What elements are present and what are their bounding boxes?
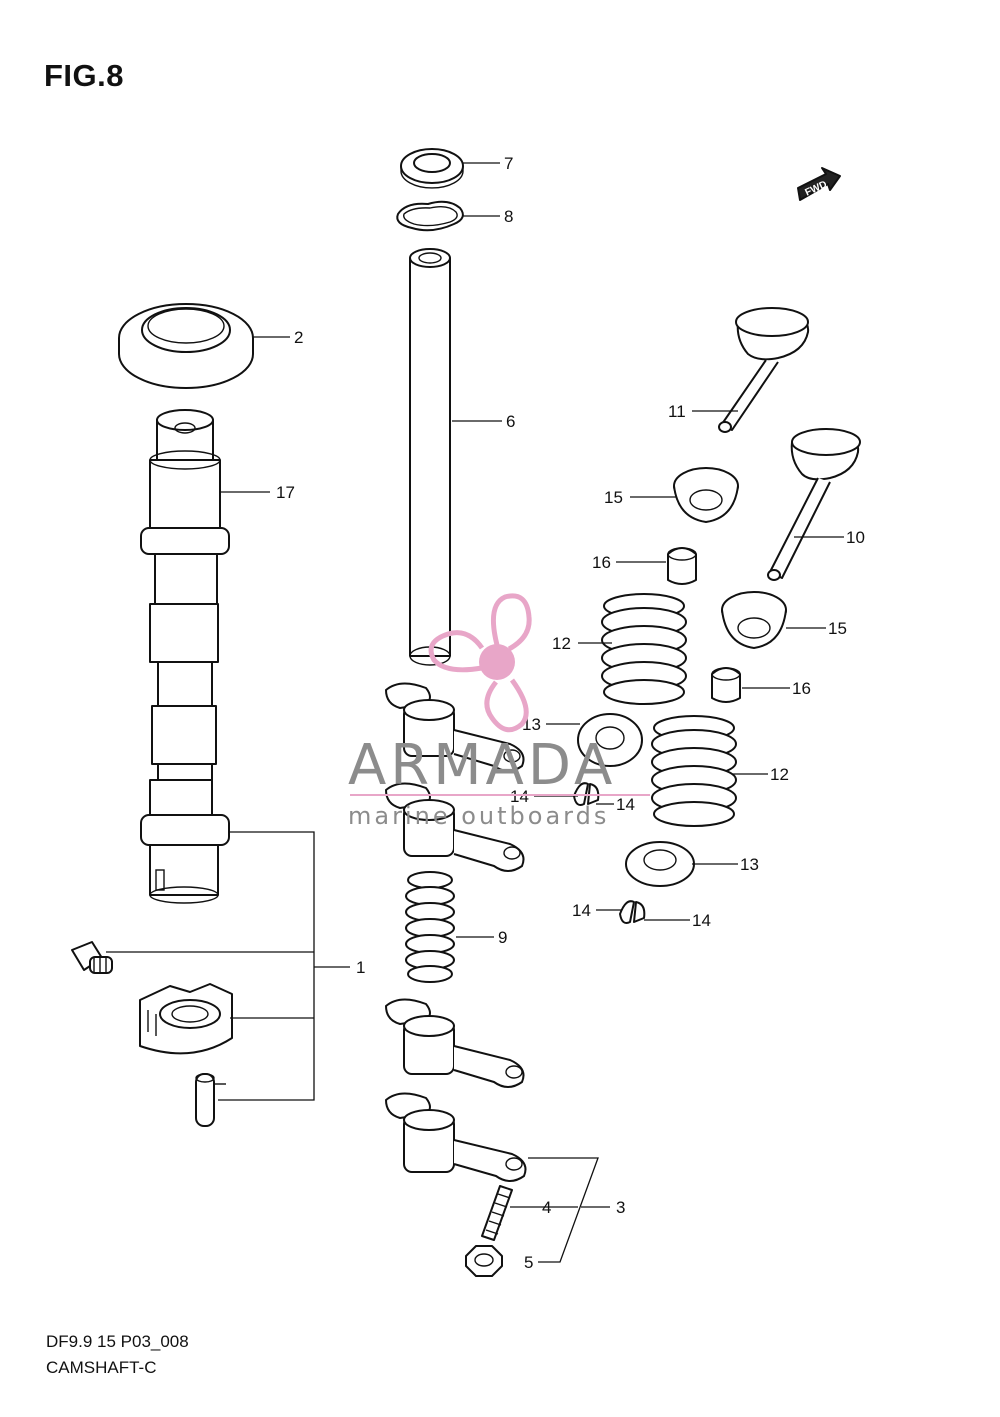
callout-17: 17 [276,483,295,502]
part-pin-1c [195,1073,226,1127]
part-retainer-15b [721,591,787,649]
part-bracket-1b [139,983,233,1055]
part-cotter-14b [619,900,646,924]
propeller-hub [479,644,515,680]
callout-6: 6 [506,412,515,431]
part-rocker-arm-lower-1 [385,998,525,1088]
part-valve-spring-12b [651,715,737,827]
fwd-label: FWD [803,179,828,199]
figure-name: CAMSHAFT-C [46,1358,157,1377]
callout-15b: 15 [828,619,847,638]
watermark-tagline: marine outboards [348,802,609,830]
part-oil-seal-2 [118,303,254,389]
part-oring-8 [396,200,464,232]
part-stem-seal-16a [667,547,697,585]
callout-7: 7 [504,154,513,173]
part-retainer-15a [673,467,739,523]
part-valve-11 [718,307,810,433]
figure-title: FIG.8 [44,58,125,93]
callout-8: 8 [504,207,513,226]
callout-10: 10 [846,528,865,547]
part-rocker-arm-upper-1 [385,682,525,772]
callout-3: 3 [616,1198,625,1217]
callout-14d: 14 [692,911,711,930]
callout-14a: 14 [510,787,529,806]
callout-12b: 12 [770,765,789,784]
part-rocker-arm-lower-2 [385,1092,527,1182]
part-rocker-shaft-6 [409,248,451,666]
callout-4: 4 [542,1198,551,1217]
part-spring-9 [405,871,455,983]
callout-14b: 14 [616,795,635,814]
armada-watermark: ARMADA marine outboards [348,593,650,830]
part-stem-seal-16b [711,667,741,703]
part-spring-seat-13a [577,713,643,767]
part-washer-7 [400,148,464,189]
watermark-brand: ARMADA [348,733,616,798]
callout-2: 2 [294,328,303,347]
fwd-arrow-icon: FWD [797,167,841,201]
part-valve-spring-12a [601,593,687,705]
callout-14c: 14 [572,901,591,920]
callout-16a: 16 [592,553,611,572]
part-camshaft-17 [140,409,230,904]
callout-13b: 13 [740,855,759,874]
callout-labels: 7 8 2 6 17 1 9 11 10 15 15 16 16 12 12 1… [276,154,865,1272]
callout-15a: 15 [604,488,623,507]
part-nut-5 [465,1245,503,1277]
figure-code: DF9.9 15 P03_008 [46,1332,189,1351]
callout-16b: 16 [792,679,811,698]
callout-5: 5 [524,1253,533,1272]
part-bolt-1a [71,941,113,974]
part-spring-seat-13b [625,841,695,887]
propeller-logo-icon [428,593,532,733]
callout-11: 11 [668,402,686,421]
callout-1: 1 [356,958,365,977]
callout-12a: 12 [552,634,571,653]
part-valve-10 [767,428,861,581]
callout-9: 9 [498,928,507,947]
part-adjust-screw-4 [481,1185,513,1241]
